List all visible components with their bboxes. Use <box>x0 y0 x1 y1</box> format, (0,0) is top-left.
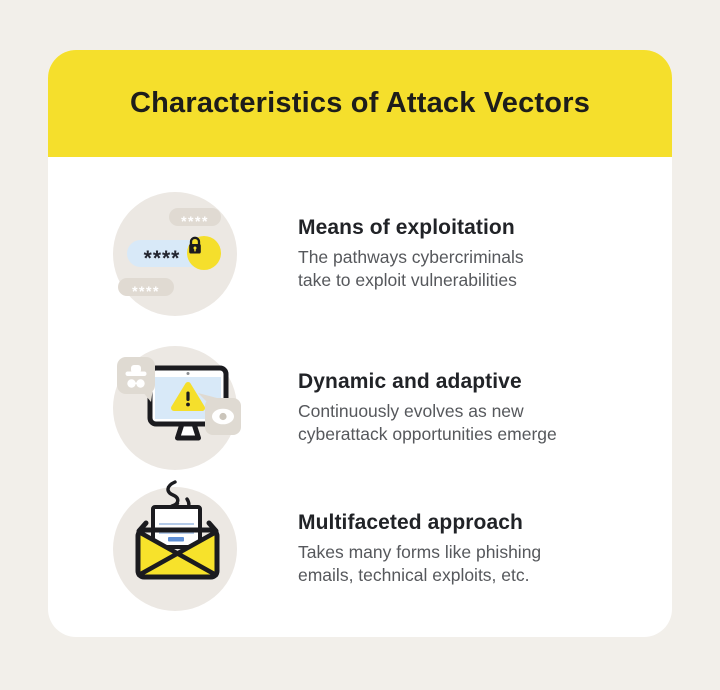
page-title: Characteristics of Attack Vectors <box>129 87 591 119</box>
webcam-dot <box>186 372 190 375</box>
eye-bubble-icon <box>198 393 241 435</box>
password-hint-pill-top: **** <box>169 208 221 228</box>
header-banner: Characteristics of Attack Vectors <box>48 50 672 157</box>
infographic-card: Characteristics of Attack Vectors **** *… <box>48 50 672 637</box>
hacker-bubble-icon <box>117 357 155 402</box>
section-dynamic-and-adaptive: Dynamic and adaptive Continuously evolve… <box>113 346 658 470</box>
monitor-warning-icon <box>113 346 241 470</box>
letter-icon <box>151 505 202 549</box>
section-heading: Means of exploitation <box>298 215 515 239</box>
monitor-stand <box>175 421 201 441</box>
section-heading: Multifaceted approach <box>298 510 523 534</box>
password-lock-icon: **** **** **** <box>113 192 237 316</box>
section-heading: Dynamic and adaptive <box>298 369 522 393</box>
password-hint-pill-bottom: **** <box>118 278 174 298</box>
lock-icon <box>187 236 221 270</box>
phishing-email-icon <box>113 480 237 611</box>
envelope-icon <box>135 520 220 580</box>
section-means-of-exploitation: **** **** **** Means of exploitation The… <box>113 192 658 316</box>
section-multifaceted-approach: Multifaceted approach Takes many forms l… <box>113 480 658 611</box>
